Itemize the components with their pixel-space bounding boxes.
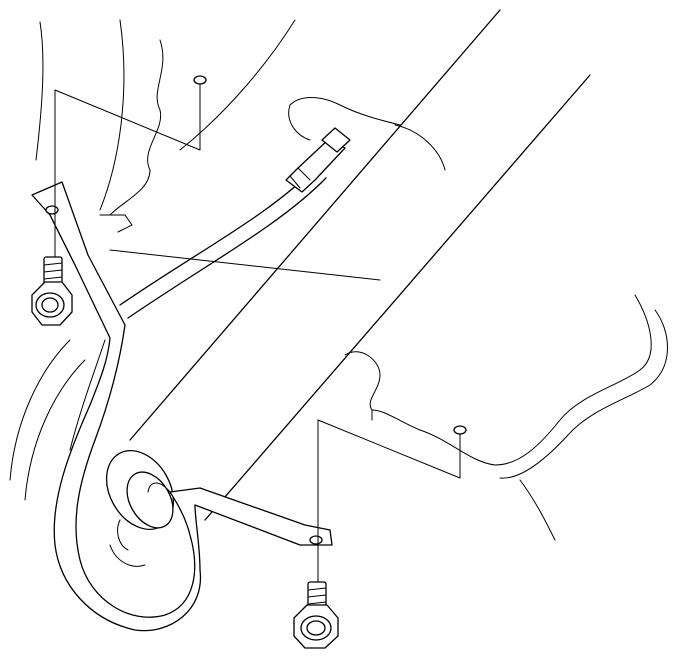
exhaust-pipe <box>129 9 591 521</box>
bracket-bolt-upper <box>31 256 73 326</box>
bracket-hole-upper <box>45 205 59 215</box>
rubber-hanger <box>105 450 175 567</box>
bracket-hole-lower <box>309 535 323 545</box>
cable <box>119 97 401 319</box>
body-panel <box>344 294 668 541</box>
stud-lower <box>453 425 467 435</box>
mounting-bracket <box>31 181 333 632</box>
chassis-outline <box>35 19 296 233</box>
stud-upper <box>193 75 207 85</box>
stud-markers <box>193 75 467 435</box>
bracket-bolt-lower <box>293 581 339 649</box>
floor-lines <box>9 249 381 501</box>
